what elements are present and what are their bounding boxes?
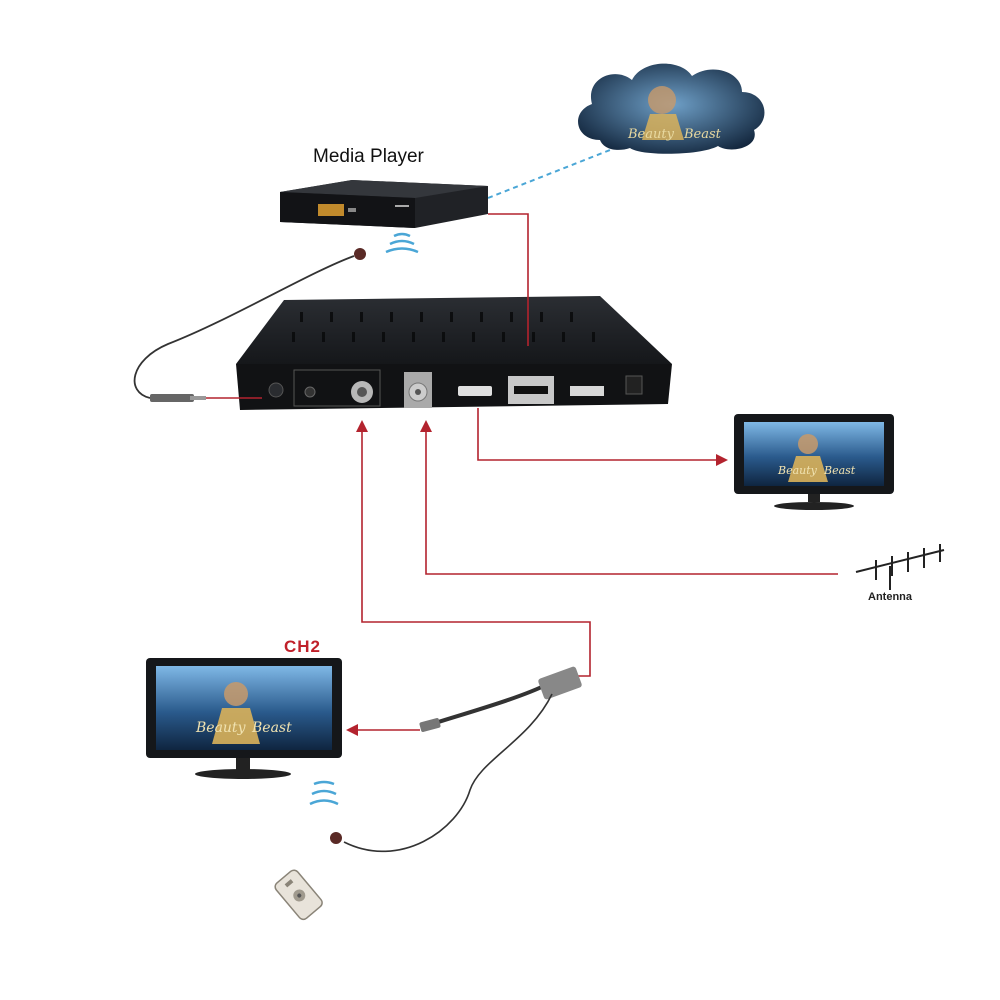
arrowheads — [346, 420, 728, 736]
ch2-tv-icon: Beauty Beast — [146, 658, 342, 779]
modulator-box — [236, 296, 672, 410]
wireless-link — [487, 149, 611, 199]
antenna-icon — [855, 544, 945, 590]
cloud-title-1: Beauty — [627, 127, 675, 142]
antenna-label: Antenna — [868, 591, 912, 603]
ch2-title-1: Beauty — [195, 720, 247, 736]
tv-title-2: Beast — [823, 464, 856, 477]
media-player-device — [280, 180, 488, 228]
tv-title-1: Beauty — [777, 464, 818, 477]
ir-wave-icon — [309, 780, 339, 806]
remote-icon — [274, 869, 323, 921]
cloud-icon: Beauty Beast — [578, 63, 765, 154]
ch2-label: CH2 — [284, 637, 322, 656]
red-cables — [206, 213, 838, 731]
ir-extender-icon — [330, 666, 582, 853]
ir-emitter-cable — [133, 248, 366, 402]
media-player-label: Media Player — [313, 146, 424, 167]
cloud-title-2: Beast — [683, 127, 722, 142]
ir-wave-icon — [385, 232, 419, 254]
tv-icon: Beauty Beast — [734, 414, 894, 510]
ch2-title-2: Beast — [251, 720, 292, 736]
